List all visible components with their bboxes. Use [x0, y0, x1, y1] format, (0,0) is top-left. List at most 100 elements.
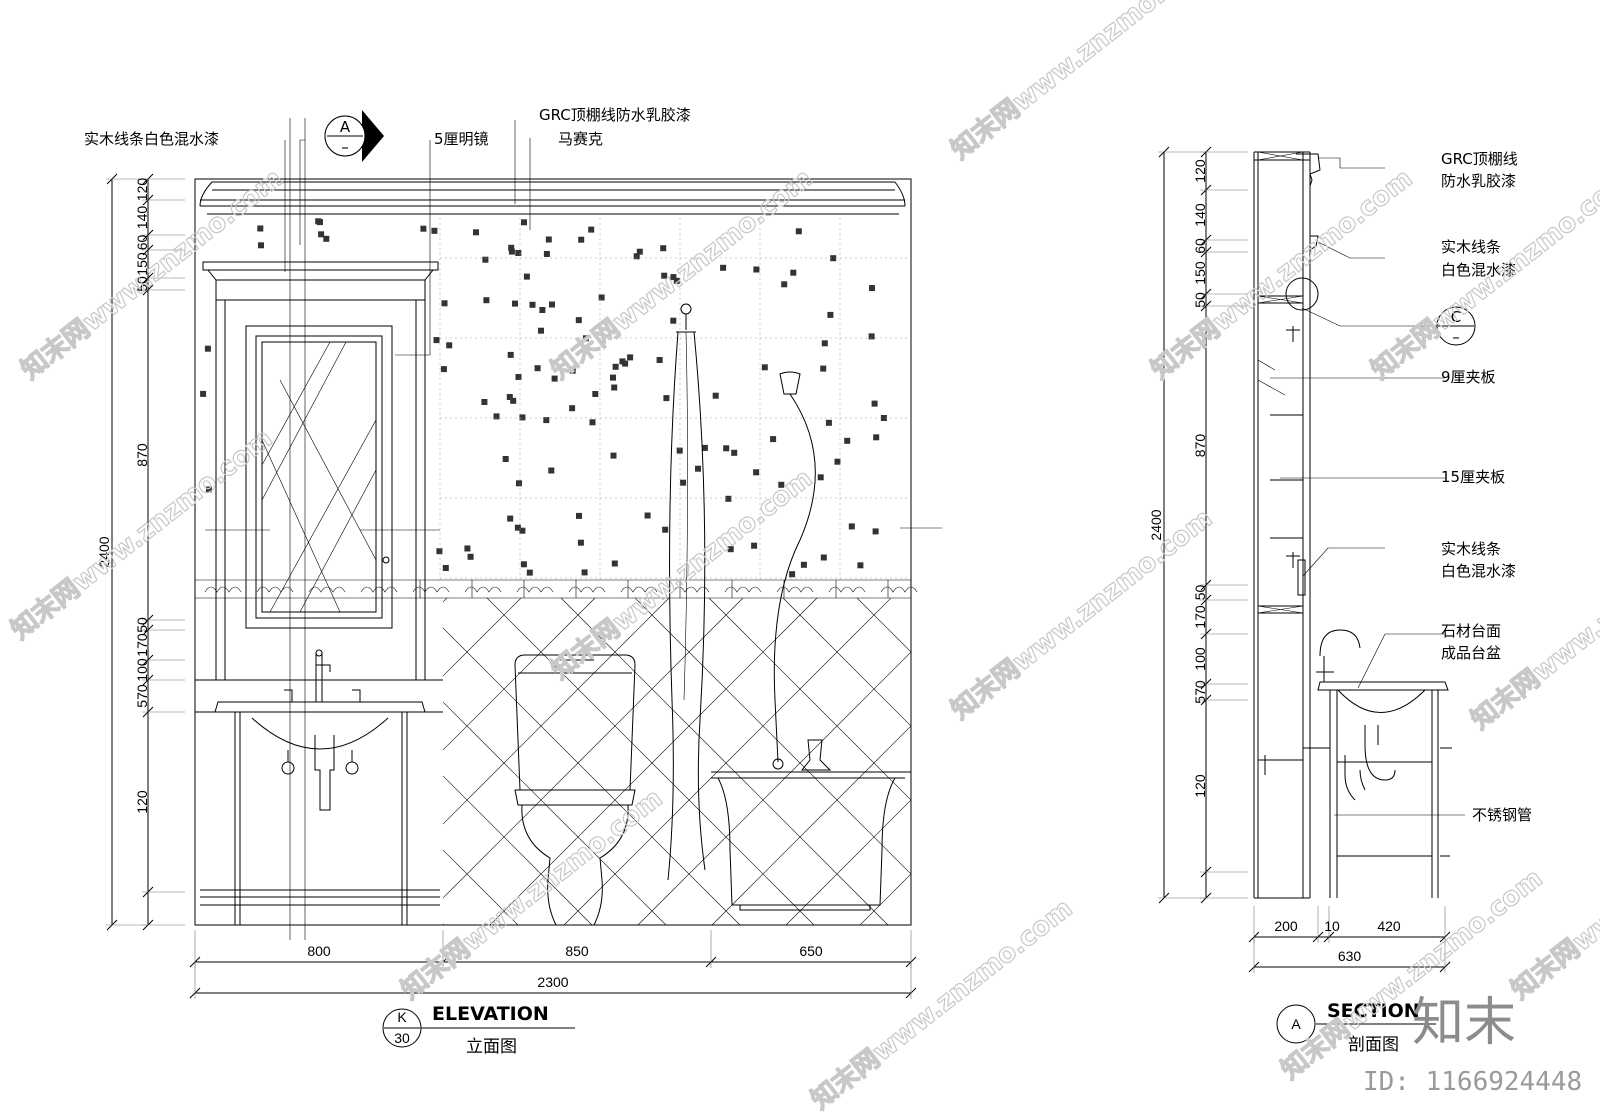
- mosaic-chip: [611, 560, 618, 567]
- diagonal-tile-line: [443, 598, 744, 899]
- mosaic-chip: [592, 391, 599, 397]
- mosaic-chip: [512, 300, 518, 307]
- mosaic-chip: [514, 524, 521, 531]
- mosaic-chip: [493, 413, 500, 420]
- mosaic-chip: [543, 417, 550, 424]
- mosaic-chip: [588, 226, 595, 233]
- elevation-wall-outline: [194, 178, 912, 926]
- diagonal-tile-line: [443, 598, 448, 603]
- grc-cornice: [195, 178, 911, 215]
- dimension-value: 420: [1377, 918, 1401, 934]
- basin-stand: [200, 649, 440, 925]
- mosaic-chip: [834, 458, 841, 465]
- mosaic-chip: [662, 526, 669, 533]
- mosaic-chip: [720, 264, 727, 271]
- mosaic-tiles: [200, 218, 910, 580]
- mosaic-chip: [258, 242, 264, 249]
- mosaic-chip: [539, 307, 546, 313]
- marker-c-sub: –: [1452, 328, 1460, 346]
- section-basin: [1258, 629, 1452, 898]
- mosaic-chip: [510, 397, 517, 404]
- diagonal-tile-line: [563, 598, 892, 925]
- diagonal-tile-line: [443, 598, 670, 825]
- mosaic-chip: [712, 392, 719, 399]
- dimension-value: 650: [799, 943, 823, 959]
- dimension-value: 50: [1192, 292, 1208, 308]
- mosaic-chip: [519, 527, 526, 534]
- label-section-trim2-1: 实木线条: [1441, 540, 1501, 558]
- mosaic-chip: [673, 277, 680, 284]
- mosaic-chip: [627, 354, 634, 361]
- diagonal-tile-line: [43, 598, 373, 928]
- border-ornament: [880, 586, 918, 593]
- mosaic-chip: [644, 512, 651, 519]
- mosaic-chip: [869, 285, 875, 292]
- mosaic-chip: [543, 251, 550, 257]
- border-ornaments: [204, 580, 918, 598]
- mosaic-chip: [318, 231, 325, 238]
- mosaic-chip: [516, 480, 522, 487]
- border-ornament: [828, 586, 866, 593]
- mosaic-chip: [548, 467, 555, 474]
- mosaic-chip: [582, 335, 589, 342]
- dimension-value: 60: [1192, 238, 1208, 254]
- mosaic-chip: [830, 255, 837, 262]
- dimension-value: 850: [565, 943, 589, 959]
- bubble-bottom: 30: [394, 1030, 410, 1046]
- mosaic-chip: [633, 253, 640, 260]
- border-ornament: [256, 586, 294, 593]
- dimension-value: 50: [1192, 585, 1208, 601]
- border-ornament: [516, 586, 554, 593]
- border-ornament: [672, 586, 710, 593]
- dimension-value: 50: [134, 617, 150, 633]
- mosaic-chip: [795, 228, 802, 235]
- mosaic-chip: [778, 481, 785, 488]
- dimension-value: 120: [1192, 774, 1208, 798]
- mosaic-chip: [781, 281, 788, 288]
- mosaic-chip: [441, 300, 448, 307]
- mosaic-chip: [610, 452, 617, 459]
- dimension-value: 10: [1324, 918, 1340, 934]
- diagonal-tile-line: [443, 598, 522, 677]
- mosaic-chip: [507, 515, 514, 522]
- elevation-title-block: K 30 ELEVATION 立面图: [382, 1003, 575, 1057]
- watermark-text: 知末网www.znzmo.com: [946, 0, 1218, 166]
- mosaic-chip: [873, 434, 880, 441]
- mosaic-chip: [598, 294, 605, 301]
- mosaic-chip: [257, 225, 264, 232]
- dimension-value: 570: [134, 684, 150, 708]
- dimension-total: 630: [1338, 948, 1362, 964]
- border-ornament: [464, 586, 502, 593]
- label-section-trim-1: 实木线条: [1441, 238, 1501, 256]
- mosaic-chip: [526, 569, 533, 576]
- watermark-text: 知末网www.znzmo.com: [16, 163, 288, 385]
- mosaic-chip: [433, 337, 440, 344]
- label-section-grc-1: GRC顶棚线: [1441, 150, 1518, 168]
- diagonal-tile-line: [637, 651, 911, 925]
- mosaic-chip: [534, 365, 541, 372]
- mosaic-chip: [695, 465, 701, 472]
- mosaic-chip: [549, 301, 555, 308]
- dimension-value: 800: [307, 943, 331, 959]
- dimension-value: 200: [1274, 918, 1298, 934]
- bathtub: [711, 771, 911, 911]
- watermark-text: 知末网www.znzmo.com: [546, 163, 818, 385]
- dimension-value: 170: [1192, 605, 1208, 629]
- label-section-ply15: 15厘夹板: [1441, 468, 1505, 486]
- hand-shower: [772, 371, 832, 771]
- diagonal-tile-line: [931, 598, 1261, 928]
- mosaic-chip: [436, 548, 443, 555]
- mosaic-chip: [725, 495, 732, 502]
- mosaic-chip: [576, 512, 582, 519]
- mosaic-chip: [800, 561, 807, 568]
- diagonal-tile-line: [1227, 598, 1557, 928]
- watermark-text: 知末网www.znzmo.com: [806, 893, 1078, 1115]
- mosaic-chip: [656, 357, 663, 363]
- mosaic-chip: [817, 474, 824, 481]
- watermark-id: ID: 1166924448: [1363, 1067, 1582, 1097]
- mosaic-chip: [446, 342, 453, 349]
- mosaic-chip: [523, 273, 530, 280]
- mosaic-chip: [577, 539, 584, 546]
- mosaic-chip: [467, 553, 474, 560]
- marker-c-letter: C: [1451, 308, 1461, 326]
